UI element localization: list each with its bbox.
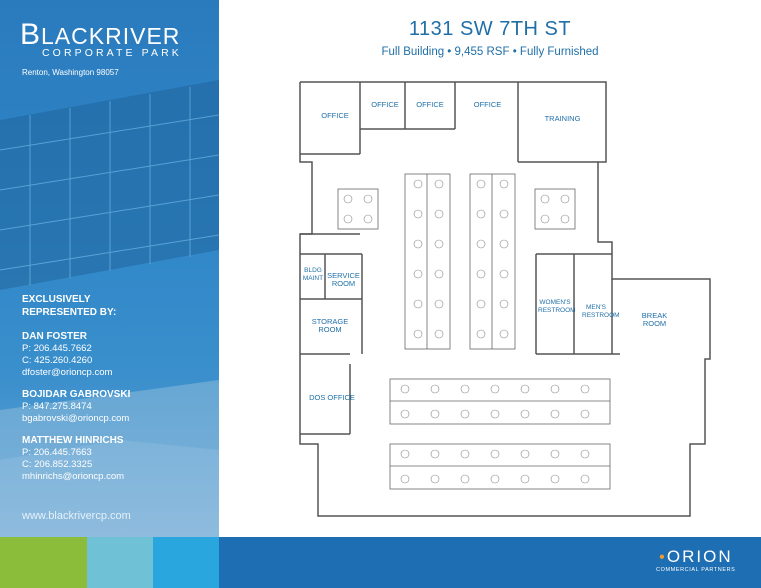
website-link[interactable]: www.blackrivercp.com	[22, 510, 131, 522]
logo-subtitle: CORPORATE PARK	[42, 47, 182, 59]
orion-dot-icon: ●	[658, 551, 667, 563]
floor-plan-drawing	[299, 81, 711, 517]
room-label-bldg-maint: BLDG MAINT	[302, 267, 324, 282]
floor-plan: OFFICE OFFICE OFFICE OFFICE TRAINING BLD…	[290, 74, 720, 532]
room-label-mens-restroom: MEN'S RESTROOM	[582, 304, 620, 319]
room-label-office: OFFICE	[473, 100, 502, 109]
orion-logo: ●ORION COMMERCIAL PARTNERS	[656, 547, 736, 573]
page-title: 1131 SW 7TH ST	[408, 18, 572, 40]
contact-name: DAN FOSTER	[22, 331, 87, 342]
footer-band-cyan	[153, 537, 219, 588]
contact-card: MATTHEW HINRICHS P: 206.445.7663 C: 206.…	[22, 435, 130, 483]
room-label-training: TRAINING	[544, 114, 581, 123]
contacts-section: EXCLUSIVELY REPRESENTED BY: DAN FOSTER P…	[22, 293, 130, 483]
contact-name: MATTHEW HINRICHS	[22, 435, 124, 446]
address: Renton, Washington 98057	[22, 68, 119, 77]
contact-name: BOJIDAR GABROVSKI	[22, 389, 131, 400]
contact-phone[interactable]: P: 847.275.8474	[22, 401, 92, 412]
room-label-dos-office: DOS OFFICE	[309, 393, 355, 402]
room-label-office: OFFICE	[416, 100, 444, 109]
logo-initial: B	[20, 18, 42, 51]
contact-email[interactable]: dfoster@orioncp.com	[22, 367, 113, 378]
contact-phone[interactable]: P: 206.445.7663	[22, 447, 92, 458]
contact-cell[interactable]: C: 425.260.4260	[22, 355, 93, 366]
room-label-womens-restroom: WOMEN'S RESTROOM	[538, 299, 576, 314]
footer-band	[219, 537, 761, 588]
building-photo-illustration	[0, 80, 219, 537]
room-label-service-room: SERVICE ROOM	[327, 271, 360, 288]
room-label-break-room: BREAK ROOM	[641, 311, 668, 328]
footer-band-green	[0, 537, 87, 588]
logo-wordmark: LACKRIVER	[41, 23, 181, 49]
contact-email[interactable]: mhinrichs@orioncp.com	[22, 471, 125, 482]
sidebar-panel: BLACKRIVER CORPORATE PARK Renton, Washin…	[0, 0, 219, 537]
room-label-storage-room: STORAGE ROOM	[311, 317, 349, 334]
room-label-office: OFFICE	[321, 111, 349, 120]
room-label-office: OFFICE	[371, 100, 399, 109]
contact-email[interactable]: bgabrovski@orioncp.com	[22, 413, 130, 424]
page-subtitle: Full Building • 9,455 RSF • Fully Furnis…	[381, 46, 599, 58]
contact-cell[interactable]: C: 206.852.3325	[22, 459, 93, 470]
contact-phone[interactable]: P: 206.445.7662	[22, 343, 92, 354]
contacts-heading: EXCLUSIVELY REPRESENTED BY:	[22, 294, 117, 318]
footer-band-teal	[87, 537, 153, 588]
blackriver-logo: BLACKRIVER CORPORATE PARK	[20, 20, 182, 60]
contact-card: DAN FOSTER P: 206.445.7662 C: 425.260.42…	[22, 331, 130, 379]
contact-card: BOJIDAR GABROVSKI P: 847.275.8474 bgabro…	[22, 389, 130, 425]
